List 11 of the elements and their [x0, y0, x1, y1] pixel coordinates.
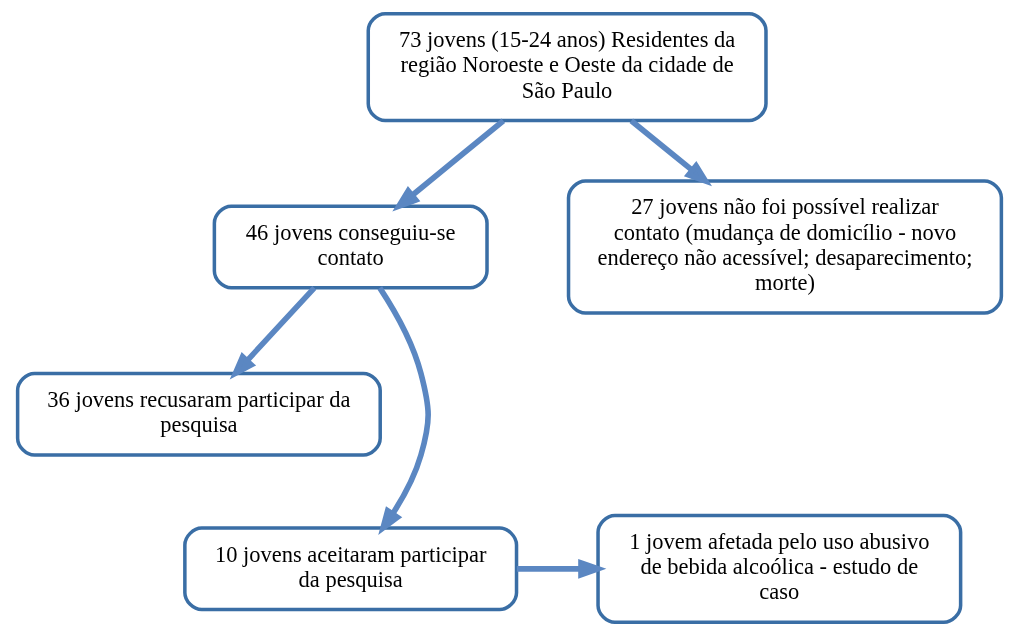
- node-box: 27 jovens não foi possível realizar contato (mudança de domicílio - novo endereço não acessível; desaparecimento; morte): [566, 179, 1004, 315]
- node-box: 73 jovens (15-24 anos) Residentes da região Noroeste e Oeste da cidade de São Paulo: [366, 12, 768, 123]
- node-box: 46 jovens conseguiu-se contato: [212, 204, 489, 290]
- node-box: 10 jovens aceitaram participar da pesquisa: [183, 526, 519, 612]
- arrow: [629, 118, 712, 187]
- arrow: [516, 559, 607, 579]
- node-box: 36 jovens recusaram participar da pesquisa: [15, 371, 382, 457]
- arrow: [392, 118, 506, 212]
- arrow: [229, 285, 317, 380]
- arrow: [377, 286, 431, 535]
- node-box: 1 jovem afetada pelo uso abusivo de bebida alcoólica - estudo de caso: [596, 513, 963, 624]
